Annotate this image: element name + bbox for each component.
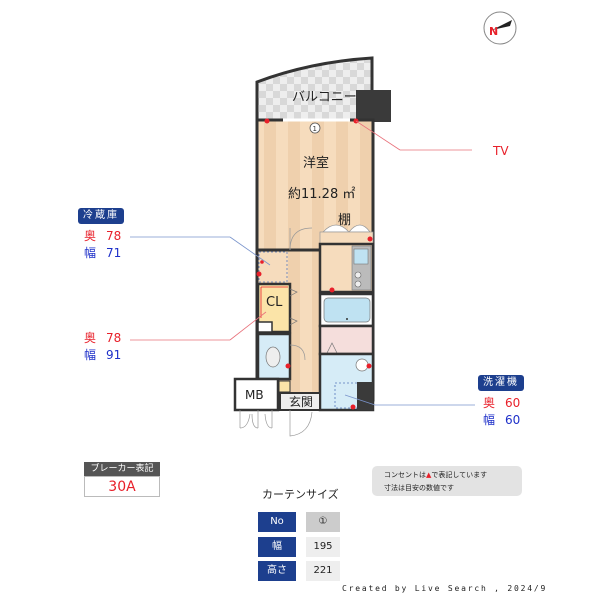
fridge-width: 71 [106, 246, 122, 260]
note-line1-pre: コンセントは [384, 471, 426, 479]
balcony-pillar [356, 90, 391, 122]
note-line2: 寸法は目安の数値です [384, 484, 454, 492]
entrance-label: 玄関 [289, 394, 313, 409]
bathtub [323, 297, 371, 323]
outlet-markers [256, 118, 373, 410]
curtain-key: 高さ [258, 561, 296, 581]
closet-depth-key: 奥 [84, 331, 97, 345]
washer-depth-key: 奥 [483, 396, 496, 410]
fridge-tag: 冷蔵庫 [78, 208, 124, 224]
credit-text: Created by Live Search , 2024/9 [342, 584, 548, 593]
balcony-label: バルコニー [292, 90, 357, 105]
compass-north-label: N [489, 25, 498, 38]
washer-dimensions: 奥 60 幅 60 [483, 395, 520, 429]
curtain-title: カーテンサイズ [262, 488, 339, 501]
note-line1-post: で表記しています [431, 471, 488, 479]
curtain-value: 195 [306, 537, 340, 557]
fridge-space [258, 251, 288, 283]
tv-label: TV [492, 144, 509, 158]
closet-width: 91 [106, 348, 122, 362]
compass-icon: N [483, 11, 517, 45]
fridge-depth: 78 [106, 229, 122, 243]
breaker-value: 30A [84, 476, 160, 497]
breaker-header: ブレーカー表記 [84, 462, 160, 476]
curtain-key: No [258, 512, 296, 532]
closet-label: CL [266, 295, 283, 310]
toilet [265, 346, 281, 368]
room-label: 洋室 [303, 155, 329, 171]
window-marker-label: 1 [313, 125, 317, 133]
legend-note: コンセントは▲で表記しています 寸法は目安の数値です [372, 466, 522, 496]
fridge-dimensions: 奥 78 幅 71 [84, 228, 121, 262]
closet-dimensions: 奥 78 幅 91 [84, 330, 121, 364]
washer-width-key: 幅 [483, 413, 496, 427]
shelf [319, 231, 374, 245]
curtain-key: 幅 [258, 537, 296, 557]
meter-box [233, 377, 280, 412]
closet-width-key: 幅 [84, 348, 97, 362]
curtain-value: ① [306, 512, 340, 532]
fridge-depth-key: 奥 [84, 229, 97, 243]
entrance-door [289, 410, 313, 437]
sink [353, 248, 369, 265]
outlet-triangle-icon: ▲ [426, 471, 432, 479]
fridge-width-key: 幅 [84, 246, 97, 260]
window-marker-icon [309, 122, 321, 134]
washbasin [355, 358, 369, 372]
washer-tag: 洗濯機 [478, 375, 524, 391]
curtain-value: 221 [306, 561, 340, 581]
room-area: 約11.28 ㎡ [288, 187, 355, 202]
balcony [255, 56, 374, 122]
closet-depth: 78 [106, 331, 122, 345]
washer-depth: 60 [505, 396, 521, 410]
shelf-label: 棚 [338, 213, 351, 228]
washer-width: 60 [505, 413, 521, 427]
floor-plan: 1 CL MB 玄関 洋室 約11.28 ㎡ 棚 バル [130, 56, 509, 437]
mb-label: MB [245, 388, 264, 402]
